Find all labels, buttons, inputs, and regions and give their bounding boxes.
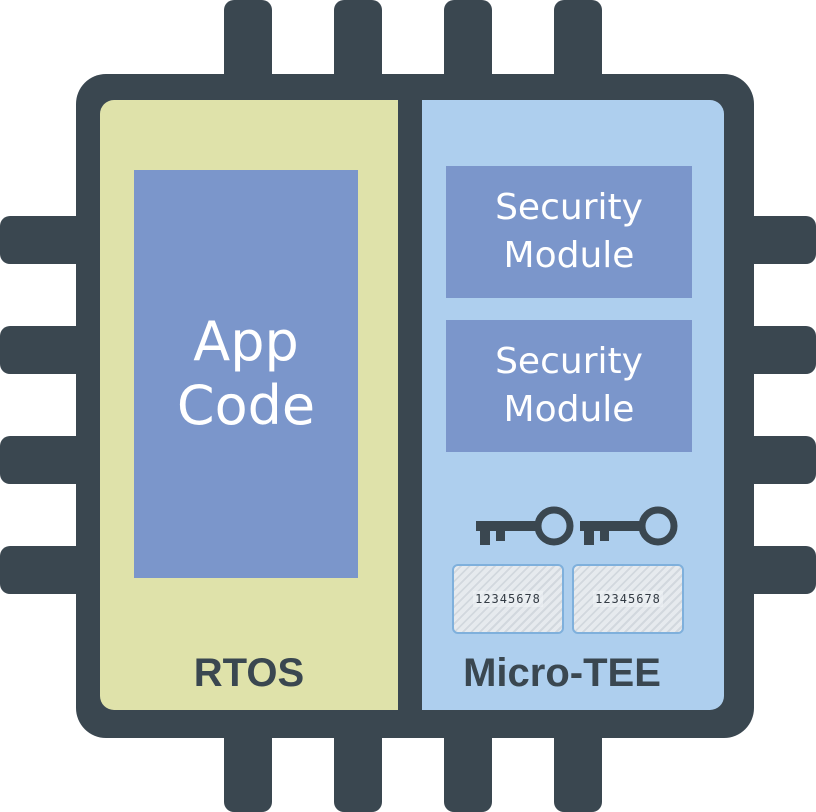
security-module-1-line-1: Security (495, 187, 643, 228)
credential-card-2-number: 12345678 (593, 591, 663, 607)
security-module-2-line-2: Module (503, 389, 635, 430)
key-icon (476, 506, 574, 546)
app-code-box: App Code (134, 170, 358, 578)
credential-card-1-number: 12345678 (473, 591, 543, 607)
key-icon (580, 506, 678, 546)
credential-card-1: 12345678 (452, 564, 564, 634)
security-module-2-line-1: Security (495, 341, 643, 382)
security-module-box-1: Security Module (446, 166, 692, 298)
rtos-label: RTOS (193, 651, 305, 695)
micro-tee-label: Micro-TEE (463, 651, 661, 695)
security-module-1-line-2: Module (503, 235, 635, 276)
security-module-box-2: Security Module (446, 320, 692, 452)
app-code-line-2: Code (176, 374, 316, 437)
credential-card-2: 12345678 (572, 564, 684, 634)
app-code-line-1: App (193, 310, 299, 373)
